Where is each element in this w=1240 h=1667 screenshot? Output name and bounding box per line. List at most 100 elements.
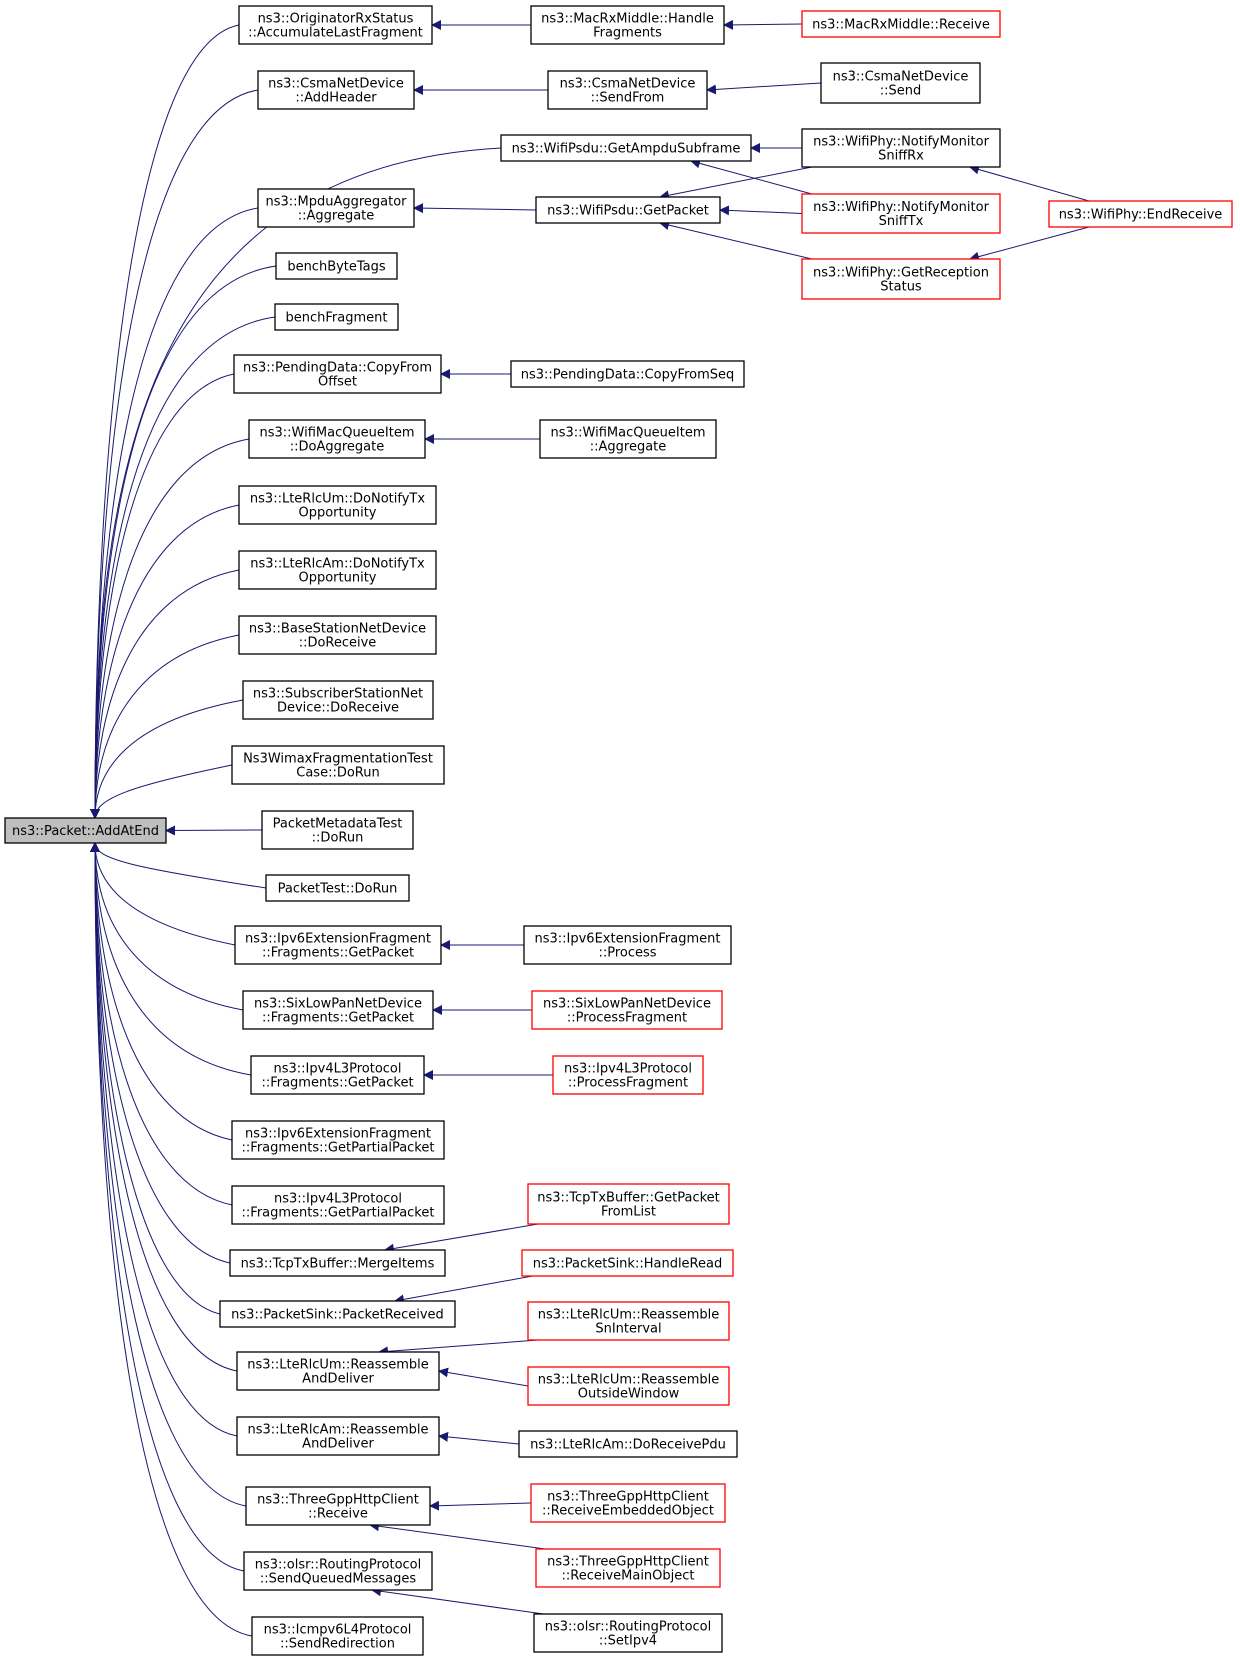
node-bench_bytetags[interactable]: benchByteTags: [275, 252, 398, 280]
node-packettest_dorun[interactable]: PacketTest::DoRun: [265, 874, 410, 902]
node-box: [238, 550, 437, 590]
node-box: [1048, 200, 1233, 228]
node-label: ns3::CsmaNetDevice: [268, 77, 404, 92]
node-label: ::SendFrom: [591, 91, 665, 106]
node-mpdu_aggregate[interactable]: ns3::MpduAggregator::Aggregate: [257, 188, 415, 228]
node-box: [539, 419, 717, 459]
edge-lterlcum_reassemble-to-packet_addatend: [90, 842, 238, 1372]
node-box: [236, 1351, 440, 1391]
node-label: ns3::Packet::AddAtEnd: [12, 824, 159, 839]
node-label: ns3::MacRxMiddle::Receive: [812, 18, 990, 33]
node-box: [242, 680, 434, 720]
node-label: OutsideWindow: [578, 1387, 680, 1402]
node-box: [820, 62, 981, 104]
edge-pending_copyfromoffset-to-packet_addatend: [90, 373, 235, 819]
node-label: ::Fragments::GetPartialPacket: [242, 1206, 435, 1221]
node-wifimacqueue_doaggregate[interactable]: ns3::WifiMacQueueItem::DoAggregate: [248, 419, 426, 459]
node-csma_addheader[interactable]: ns3::CsmaNetDevice::AddHeader: [257, 70, 415, 110]
node-label: ns3::TcpTxBuffer::MergeItems: [241, 1257, 435, 1272]
node-packetsink_received[interactable]: ns3::PacketSink::PacketReceived: [219, 1300, 456, 1328]
node-csma_send[interactable]: ns3::CsmaNetDevice::Send: [820, 62, 981, 104]
node-label: PacketMetadataTest: [273, 817, 403, 832]
node-label: Offset: [318, 375, 357, 390]
node-ipv6ext_getpartial[interactable]: ns3::Ipv6ExtensionFragment::Fragments::G…: [231, 1120, 445, 1160]
node-label: ns3::Ipv4L3Protocol: [564, 1062, 692, 1077]
edge-wifiphy_snifftx-to-psdu_getpacket: [719, 205, 803, 216]
node-tcptx_mergeitems[interactable]: ns3::TcpTxBuffer::MergeItems: [229, 1249, 446, 1277]
edge-sixlowpan_getpacket-to-packet_addatend: [90, 842, 244, 1011]
node-http_embedded[interactable]: ns3::ThreeGppHttpClient::ReceiveEmbedded…: [530, 1483, 726, 1523]
node-box: [518, 1430, 738, 1458]
node-basestation_doreceive[interactable]: ns3::BaseStationNetDevice::DoReceive: [238, 615, 437, 655]
node-psdu_getpacket[interactable]: ns3::WifiPsdu::GetPacket: [535, 196, 721, 224]
node-http_receive[interactable]: ns3::ThreeGppHttpClient::Receive: [245, 1486, 431, 1526]
node-csma_sendfrom[interactable]: ns3::CsmaNetDevice::SendFrom: [547, 70, 708, 110]
node-wifimacqueue_aggregate[interactable]: ns3::WifiMacQueueItem::Aggregate: [539, 419, 717, 459]
node-ipv6ext_getpacket[interactable]: ns3::Ipv6ExtensionFragment::Fragments::G…: [234, 925, 442, 965]
node-olsr_setipv4[interactable]: ns3::olsr::RoutingProtocol::SetIpv4: [533, 1613, 723, 1653]
node-box: [248, 419, 426, 459]
node-label: ns3::LteRlcUm::DoNotifyTx: [250, 492, 425, 507]
node-ipv4l3_getpartial[interactable]: ns3::Ipv4L3Protocol::Fragments::GetParti…: [231, 1185, 445, 1225]
node-box: [527, 1301, 730, 1341]
node-pmt_dorun[interactable]: PacketMetadataTest::DoRun: [261, 810, 414, 850]
node-sixlowpan_processfragment[interactable]: ns3::SixLowPanNetDevice::ProcessFragment: [531, 990, 723, 1030]
edge-http_embedded-to-http_receive: [429, 1500, 532, 1511]
node-sixlowpan_getpacket[interactable]: ns3::SixLowPanNetDevice::Fragments::GetP…: [242, 990, 434, 1030]
node-http_mainobject[interactable]: ns3::ThreeGppHttpClient::ReceiveMainObje…: [535, 1548, 721, 1588]
node-packetsink_handleread[interactable]: ns3::PacketSink::HandleRead: [521, 1249, 734, 1277]
edge-csma_send-to-csma_sendfrom: [706, 82, 822, 95]
node-subscriber_doreceive[interactable]: ns3::SubscriberStationNetDevice::DoRecei…: [242, 680, 434, 720]
node-box: [274, 303, 399, 331]
node-lterlcam_doreceivepdu[interactable]: ns3::LteRlcAm::DoReceivePdu: [518, 1430, 738, 1458]
node-ipv6ext_process[interactable]: ns3::Ipv6ExtensionFragment::Process: [523, 925, 732, 965]
node-box: [245, 1486, 431, 1526]
node-label: ::ReceiveMainObject: [561, 1569, 694, 1584]
node-pending_copyfromseq[interactable]: ns3::PendingData::CopyFromSeq: [510, 360, 745, 388]
node-macrx_receive[interactable]: ns3::MacRxMiddle::Receive: [801, 10, 1001, 38]
node-label: ::AccumulateLastFragment: [248, 26, 423, 41]
node-bench_fragment[interactable]: benchFragment: [274, 303, 399, 331]
node-ipv4l3_getpacket[interactable]: ns3::Ipv4L3Protocol::Fragments::GetPacke…: [250, 1055, 425, 1095]
node-box: [265, 874, 410, 902]
node-label: ::Process: [598, 946, 656, 961]
edge-orig_accumulate-to-packet_addatend: [90, 24, 240, 819]
node-label: ns3::olsr::RoutingProtocol: [545, 1620, 712, 1635]
node-label: ns3::WifiPsdu::GetAmpduSubframe: [512, 142, 741, 157]
edge-mpdu_aggregate-to-packet_addatend: [90, 207, 259, 819]
node-label: ns3::CsmaNetDevice: [833, 70, 969, 85]
node-box: [234, 925, 442, 965]
node-box: [236, 1416, 440, 1456]
node-label: ns3::PendingData::CopyFromSeq: [521, 368, 735, 383]
node-box: [231, 1185, 445, 1225]
node-label: ns3::Ipv6ExtensionFragment: [245, 1127, 431, 1142]
node-label: ns3::WifiMacQueueItem: [550, 426, 705, 441]
node-label: AndDeliver: [302, 1437, 374, 1452]
node-label: PacketTest::DoRun: [278, 882, 398, 897]
node-icmpv6_sendredirection[interactable]: ns3::Icmpv6L4Protocol::SendRedirection: [251, 1616, 424, 1656]
node-psdu_ampdu[interactable]: ns3::WifiPsdu::GetAmpduSubframe: [500, 134, 752, 162]
node-box: [552, 1055, 704, 1095]
node-label: ns3::olsr::RoutingProtocol: [255, 1558, 422, 1573]
node-olsr_sendqueued[interactable]: ns3::olsr::RoutingProtocol::SendQueuedMe…: [243, 1551, 433, 1591]
node-wifiphy_endreceive[interactable]: ns3::WifiPhy::EndReceive: [1048, 200, 1233, 228]
node-orig_accumulate[interactable]: ns3::OriginatorRxStatus::AccumulateLastF…: [238, 5, 433, 45]
node-label: ns3::LteRlcAm::DoReceivePdu: [530, 1438, 726, 1453]
node-box: [801, 10, 1001, 38]
node-ipv4l3_processfragment[interactable]: ns3::Ipv4L3Protocol::ProcessFragment: [552, 1055, 704, 1095]
edge-wifimacqueue_doaggregate-to-packet_addatend: [90, 438, 250, 819]
node-box: [231, 745, 445, 785]
